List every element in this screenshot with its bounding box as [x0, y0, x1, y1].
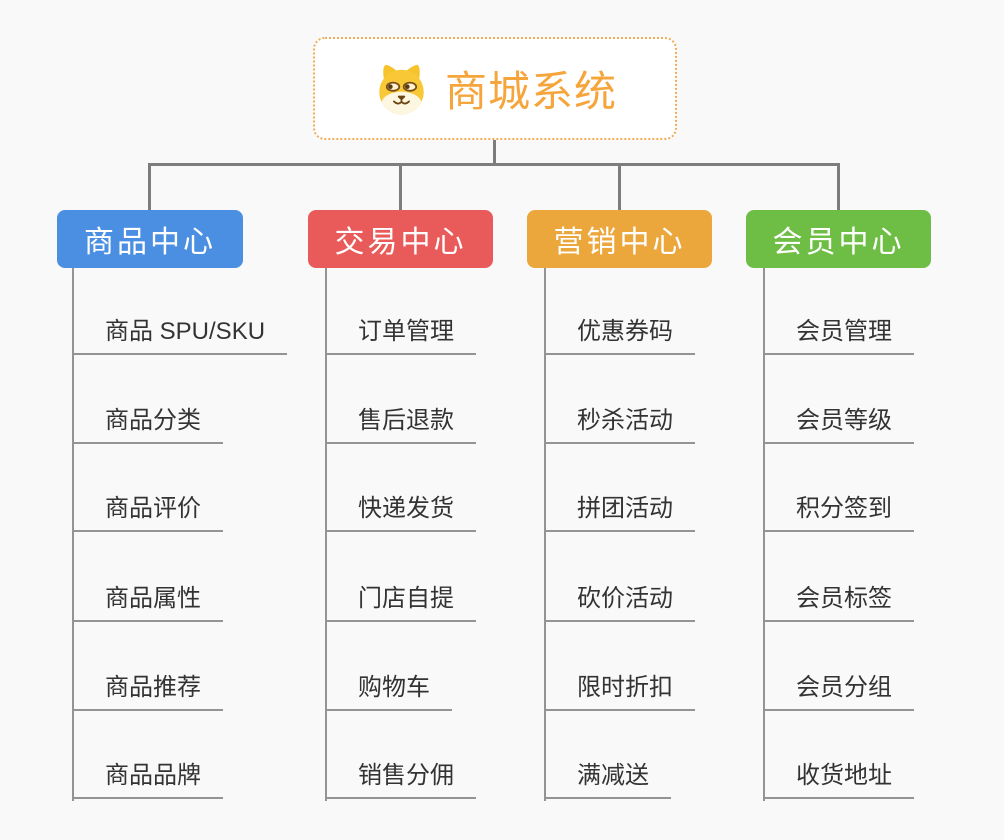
- connector-stub-member-center: [837, 163, 840, 211]
- leaf-item[interactable]: 门店自提: [325, 583, 476, 622]
- branch-spine: [763, 268, 765, 801]
- branch-node-marketing-center[interactable]: 营销中心: [527, 210, 712, 268]
- connector-stub-trade-center: [399, 163, 402, 211]
- leaf-item[interactable]: 商品 SPU/SKU: [72, 316, 288, 355]
- leaf-item[interactable]: 限时折扣: [544, 672, 695, 711]
- leaf-item[interactable]: 商品分类: [72, 405, 223, 444]
- branch-label: 商品中心: [84, 226, 216, 259]
- branch-node-product-center[interactable]: 商品中心: [57, 210, 243, 268]
- leaf-item[interactable]: 售后退款: [325, 405, 476, 444]
- branch-spine: [544, 268, 546, 801]
- leaf-item[interactable]: 优惠券码: [544, 316, 695, 355]
- connector-root-vertical: [493, 140, 496, 166]
- root-node[interactable]: 商城系统: [313, 37, 677, 140]
- leaf-item[interactable]: 会员分组: [763, 672, 914, 711]
- branch-node-trade-center[interactable]: 交易中心: [308, 210, 493, 268]
- branch-column-product-center: 商品 SPU/SKU 商品分类 商品评价 商品属性 商品推荐 商品品牌: [72, 0, 288, 840]
- leaf-item[interactable]: 积分签到: [763, 493, 914, 532]
- leaf-item[interactable]: 商品推荐: [72, 672, 223, 711]
- dog-face-icon: [379, 64, 424, 115]
- leaf-item[interactable]: 商品评价: [72, 493, 223, 532]
- branch-node-member-center[interactable]: 会员中心: [746, 210, 931, 268]
- leaf-item[interactable]: 会员管理: [763, 316, 914, 355]
- branch-label: 交易中心: [334, 226, 467, 259]
- branch-column-marketing-center: 优惠券码 秒杀活动 拼团活动 砍价活动 限时折扣 满减送: [544, 0, 695, 840]
- root-title: 商城系统: [444, 68, 617, 115]
- leaf-item[interactable]: 会员标签: [763, 583, 914, 622]
- leaf-item[interactable]: 砍价活动: [544, 583, 695, 622]
- branch-spine: [325, 268, 327, 801]
- leaf-item[interactable]: 商品品牌: [72, 760, 223, 799]
- branch-column-member-center: 会员管理 会员等级 积分签到 会员标签 会员分组 收货地址: [763, 0, 914, 840]
- leaf-item[interactable]: 收货地址: [763, 760, 914, 799]
- leaf-item[interactable]: 拼团活动: [544, 493, 695, 532]
- branch-label: 会员中心: [772, 226, 905, 259]
- leaf-item[interactable]: 订单管理: [325, 316, 476, 355]
- leaf-item[interactable]: 快递发货: [325, 493, 476, 532]
- leaf-item[interactable]: 满减送: [544, 760, 671, 799]
- leaf-item[interactable]: 商品属性: [72, 583, 223, 622]
- leaf-item[interactable]: 销售分佣: [325, 760, 476, 799]
- connector-stub-product-center: [148, 163, 151, 211]
- branch-column-trade-center: 订单管理 售后退款 快递发货 门店自提 购物车 销售分佣: [325, 0, 476, 840]
- leaf-item[interactable]: 购物车: [325, 672, 452, 711]
- connector-stub-marketing-center: [618, 163, 621, 211]
- connector-horizontal-rail: [148, 163, 840, 166]
- branch-spine: [72, 268, 74, 801]
- leaf-item[interactable]: 会员等级: [763, 405, 914, 444]
- branch-label: 营销中心: [553, 226, 686, 259]
- leaf-item[interactable]: 秒杀活动: [544, 405, 695, 444]
